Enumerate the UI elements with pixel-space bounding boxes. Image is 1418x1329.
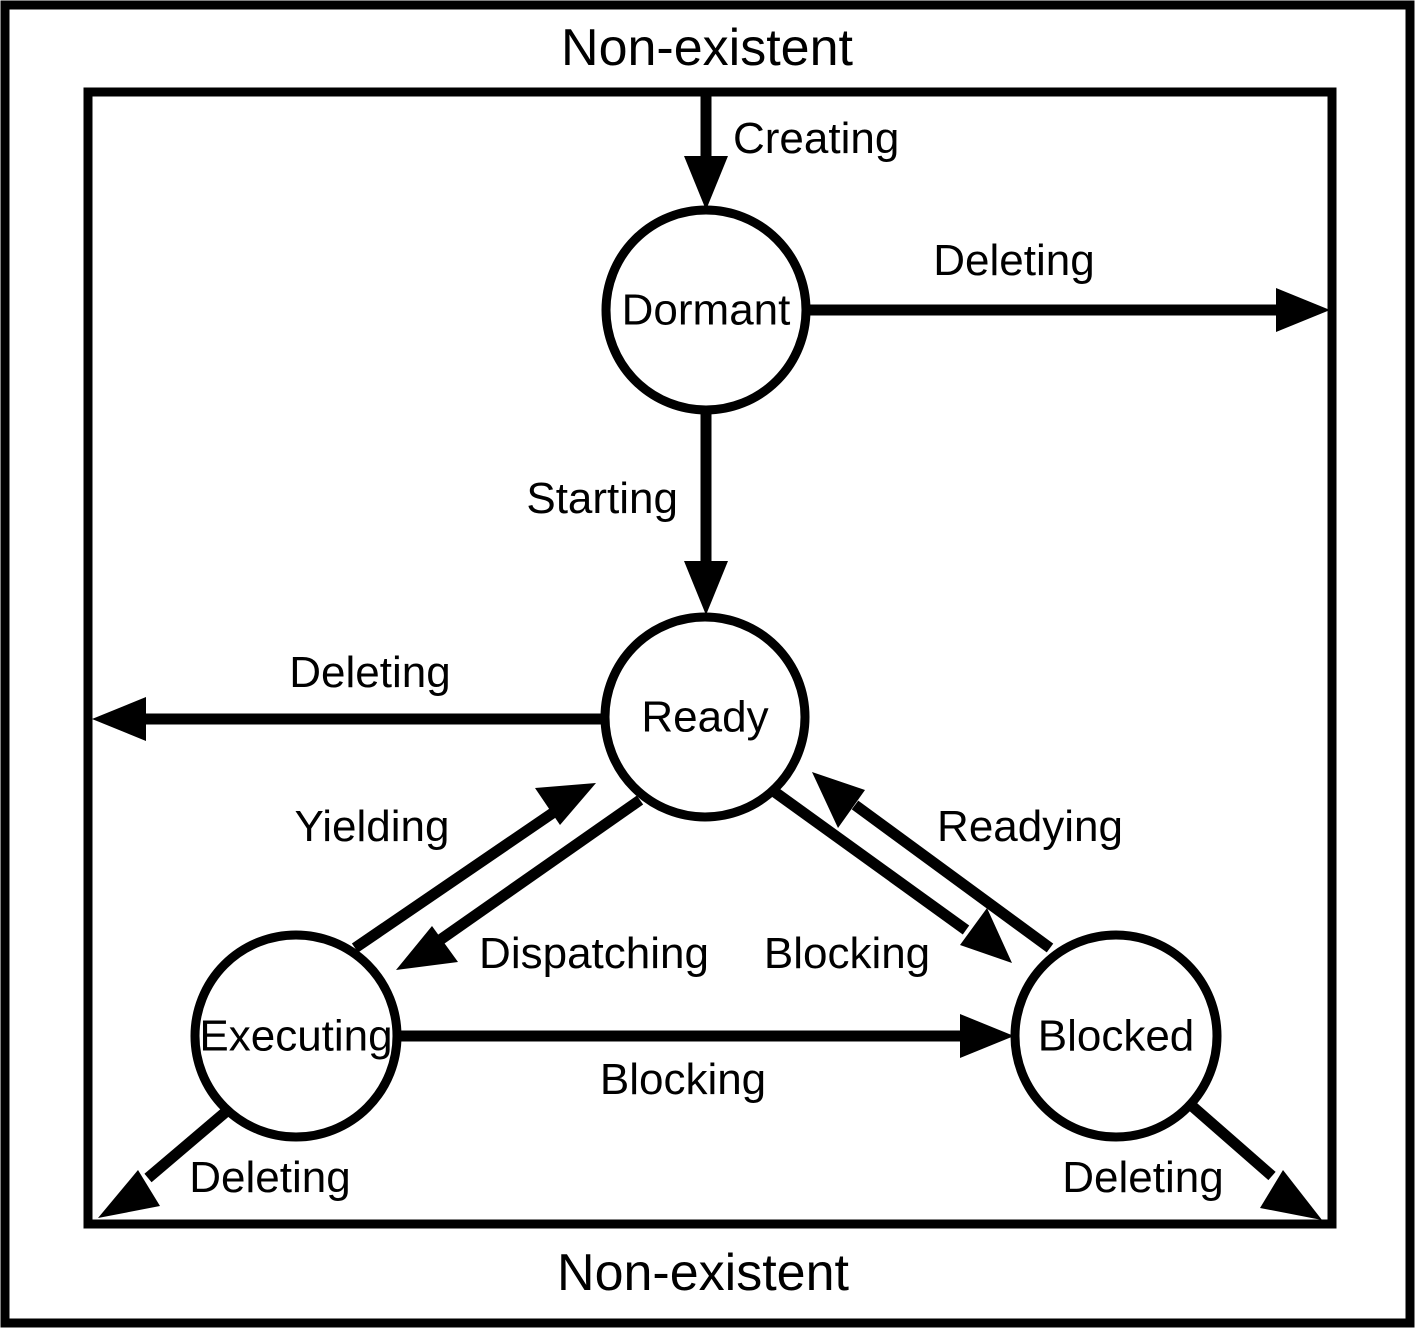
edge-label-ready-deleting: Deleting xyxy=(289,648,450,697)
edge-label-ready-blocking: Blocking xyxy=(764,929,930,978)
edge-label-blocked-deleting: Deleting xyxy=(1062,1153,1223,1202)
edge-label-yielding: Yielding xyxy=(295,802,450,851)
edge-creating-arrowhead xyxy=(684,156,728,210)
edge-exec-blocking xyxy=(400,1014,1014,1058)
state-label-ready: Ready xyxy=(641,693,768,742)
edge-readying-line xyxy=(851,800,1054,953)
edge-yielding-line xyxy=(351,803,564,953)
state-label-dormant: Dormant xyxy=(622,286,791,335)
edge-dispatching-line xyxy=(436,795,644,945)
edge-yielding-arrowhead xyxy=(535,783,596,825)
edge-blocked-deleting xyxy=(1188,1101,1322,1220)
edge-ready-blocking xyxy=(768,785,1012,963)
edge-label-creating: Creating xyxy=(733,114,899,163)
edge-blocked-deleting-arrowhead xyxy=(1260,1170,1322,1220)
state-node-blocked[interactable] xyxy=(1010,930,1222,1142)
state-node-executing[interactable] xyxy=(190,930,402,1142)
edge-dispatching xyxy=(396,795,644,970)
edge-exec-deleting-arrowhead xyxy=(98,1170,160,1218)
edge-creating xyxy=(684,95,728,210)
edge-ready-deleting xyxy=(92,697,605,741)
edge-label-readying: Readying xyxy=(937,802,1123,851)
edge-dispatching-arrowhead xyxy=(396,926,458,970)
state-label-executing: Executing xyxy=(199,1012,392,1061)
state-node-ready[interactable] xyxy=(600,612,810,822)
edge-label-exec-blocking: Blocking xyxy=(600,1055,766,1104)
edge-yielding xyxy=(351,783,596,953)
edge-starting xyxy=(684,410,728,615)
state-label-blocked: Blocked xyxy=(1038,1012,1195,1061)
edge-dormant-deleting-arrowhead xyxy=(1276,288,1330,332)
edge-starting-arrowhead xyxy=(684,561,728,615)
edge-readying-arrowhead xyxy=(812,772,865,828)
edge-label-starting: Starting xyxy=(526,474,678,523)
edge-exec-blocking-arrowhead xyxy=(960,1014,1014,1058)
edge-readying xyxy=(812,772,1054,953)
edge-label-dormant-deleting: Deleting xyxy=(933,236,1094,285)
state-node-dormant[interactable] xyxy=(601,205,811,415)
zone-label-top-non-existent: Non-existent xyxy=(561,19,853,77)
edge-exec-deleting xyxy=(98,1105,232,1218)
zone-label-bottom-non-existent: Non-existent xyxy=(557,1244,849,1302)
edge-label-dispatching: Dispatching xyxy=(479,929,709,978)
edge-ready-deleting-arrowhead xyxy=(92,697,146,741)
edge-blocked-deleting-line xyxy=(1188,1101,1276,1181)
edge-label-exec-deleting: Deleting xyxy=(189,1153,350,1202)
edge-exec-deleting-line xyxy=(144,1105,232,1183)
edge-ready-blocking-arrowhead xyxy=(960,908,1012,963)
edge-dormant-deleting xyxy=(806,288,1330,332)
edge-ready-blocking-line xyxy=(768,785,970,935)
inner-frame xyxy=(83,87,1337,1229)
